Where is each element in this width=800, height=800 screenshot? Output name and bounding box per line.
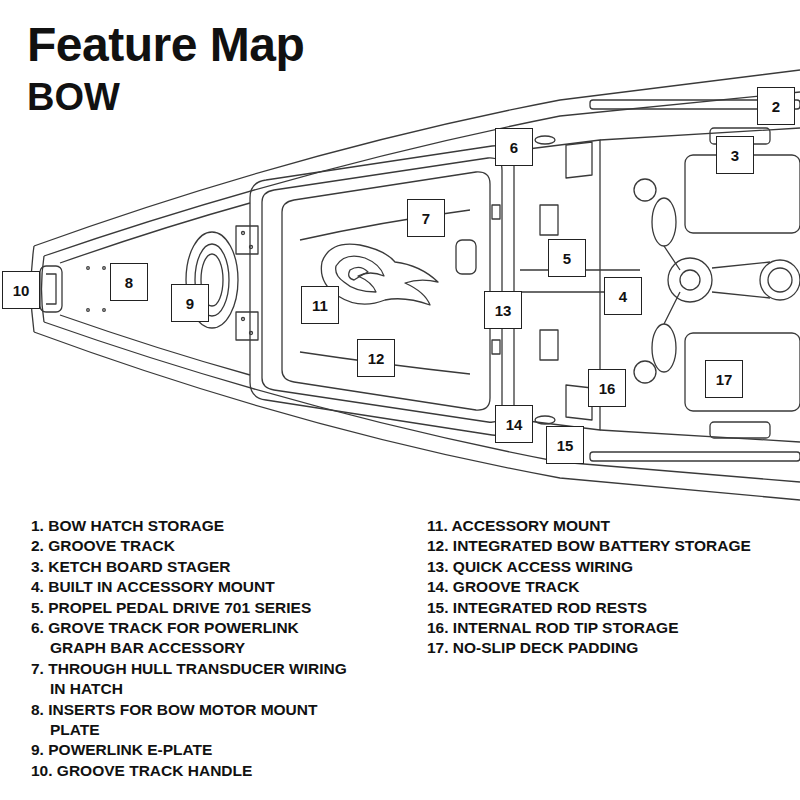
subtitle: BOW	[27, 78, 120, 116]
callout-box: 7	[407, 199, 445, 237]
feature-item: 13. QUICK ACCESS WIRING	[427, 557, 757, 577]
callout-number: 13	[495, 303, 512, 318]
feature-list: 1. BOW HATCH STORAGE2. GROOVE TRACK3. KE…	[31, 516, 351, 781]
callout-number: 8	[125, 275, 133, 290]
callout-number: 17	[716, 372, 733, 387]
feature-item: 9. POWERLINK E-PLATE	[31, 740, 351, 760]
feature-item: 15. INTEGRATED ROD RESTS	[427, 598, 757, 618]
feature-item: 11. ACCESSORY MOUNT	[427, 516, 757, 536]
feature-item: 7. THROUGH HULL TRANSDUCER WIRING IN HAT…	[31, 659, 351, 700]
callout-box: 12	[357, 339, 395, 377]
callout-box: 6	[495, 128, 533, 166]
callout-box: 15	[546, 426, 584, 464]
callout-box: 3	[716, 136, 754, 174]
callout-number: 15	[557, 438, 574, 453]
feature-item: 6. GROVE TRACK FOR POWERLINK GRAPH BAR A…	[31, 618, 351, 659]
feature-item: 4. BUILT IN ACCESSORY MOUNT	[31, 577, 351, 597]
callout-box: 5	[548, 239, 586, 277]
callout-box: 14	[495, 405, 533, 443]
callout-number: 5	[563, 251, 571, 266]
feature-list: 11. ACCESSORY MOUNT12. INTEGRATED BOW BA…	[427, 516, 757, 659]
callout-number: 12	[368, 351, 385, 366]
feature-item: 1. BOW HATCH STORAGE	[31, 516, 351, 536]
feature-item: 5. PROPEL PEDAL DRIVE 701 SERIES	[31, 598, 351, 618]
callout-number: 11	[312, 298, 328, 313]
callout-box: 8	[110, 263, 148, 301]
callout-number: 7	[422, 211, 430, 226]
callout-number: 6	[510, 140, 518, 155]
callout-number: 3	[731, 148, 739, 163]
feature-item: 8. INSERTS FOR BOW MOTOR MOUNT PLATE	[31, 700, 351, 741]
feature-item: 17. NO-SLIP DECK PADDING	[427, 638, 757, 658]
callout-box: 2	[757, 87, 795, 125]
feature-item: 16. INTERNAL ROD TIP STORAGE	[427, 618, 757, 638]
callout-box: 13	[484, 291, 522, 329]
feature-item: 14. GROOVE TRACK	[427, 577, 757, 597]
callout-box: 4	[604, 277, 642, 315]
callout-box: 11	[301, 286, 339, 324]
callout-box: 9	[171, 284, 209, 322]
callout-box: 17	[705, 360, 743, 398]
callout-box: 16	[588, 369, 626, 407]
callout-box: 10	[2, 271, 40, 309]
feature-item: 3. KETCH BOARD STAGER	[31, 557, 351, 577]
feature-item: 2. GROOVE TRACK	[31, 536, 351, 556]
callout-number: 10	[13, 283, 30, 298]
callout-number: 9	[186, 296, 194, 311]
callout-number: 2	[772, 99, 780, 114]
callout-number: 14	[506, 417, 523, 432]
feature-item: 10. GROOVE TRACK HANDLE	[31, 761, 351, 781]
title: Feature Map	[27, 21, 304, 69]
callout-number: 16	[599, 381, 616, 396]
callout-number: 4	[619, 289, 627, 304]
feature-item: 12. INTEGRATED BOW BATTERY STORAGE	[427, 536, 757, 556]
